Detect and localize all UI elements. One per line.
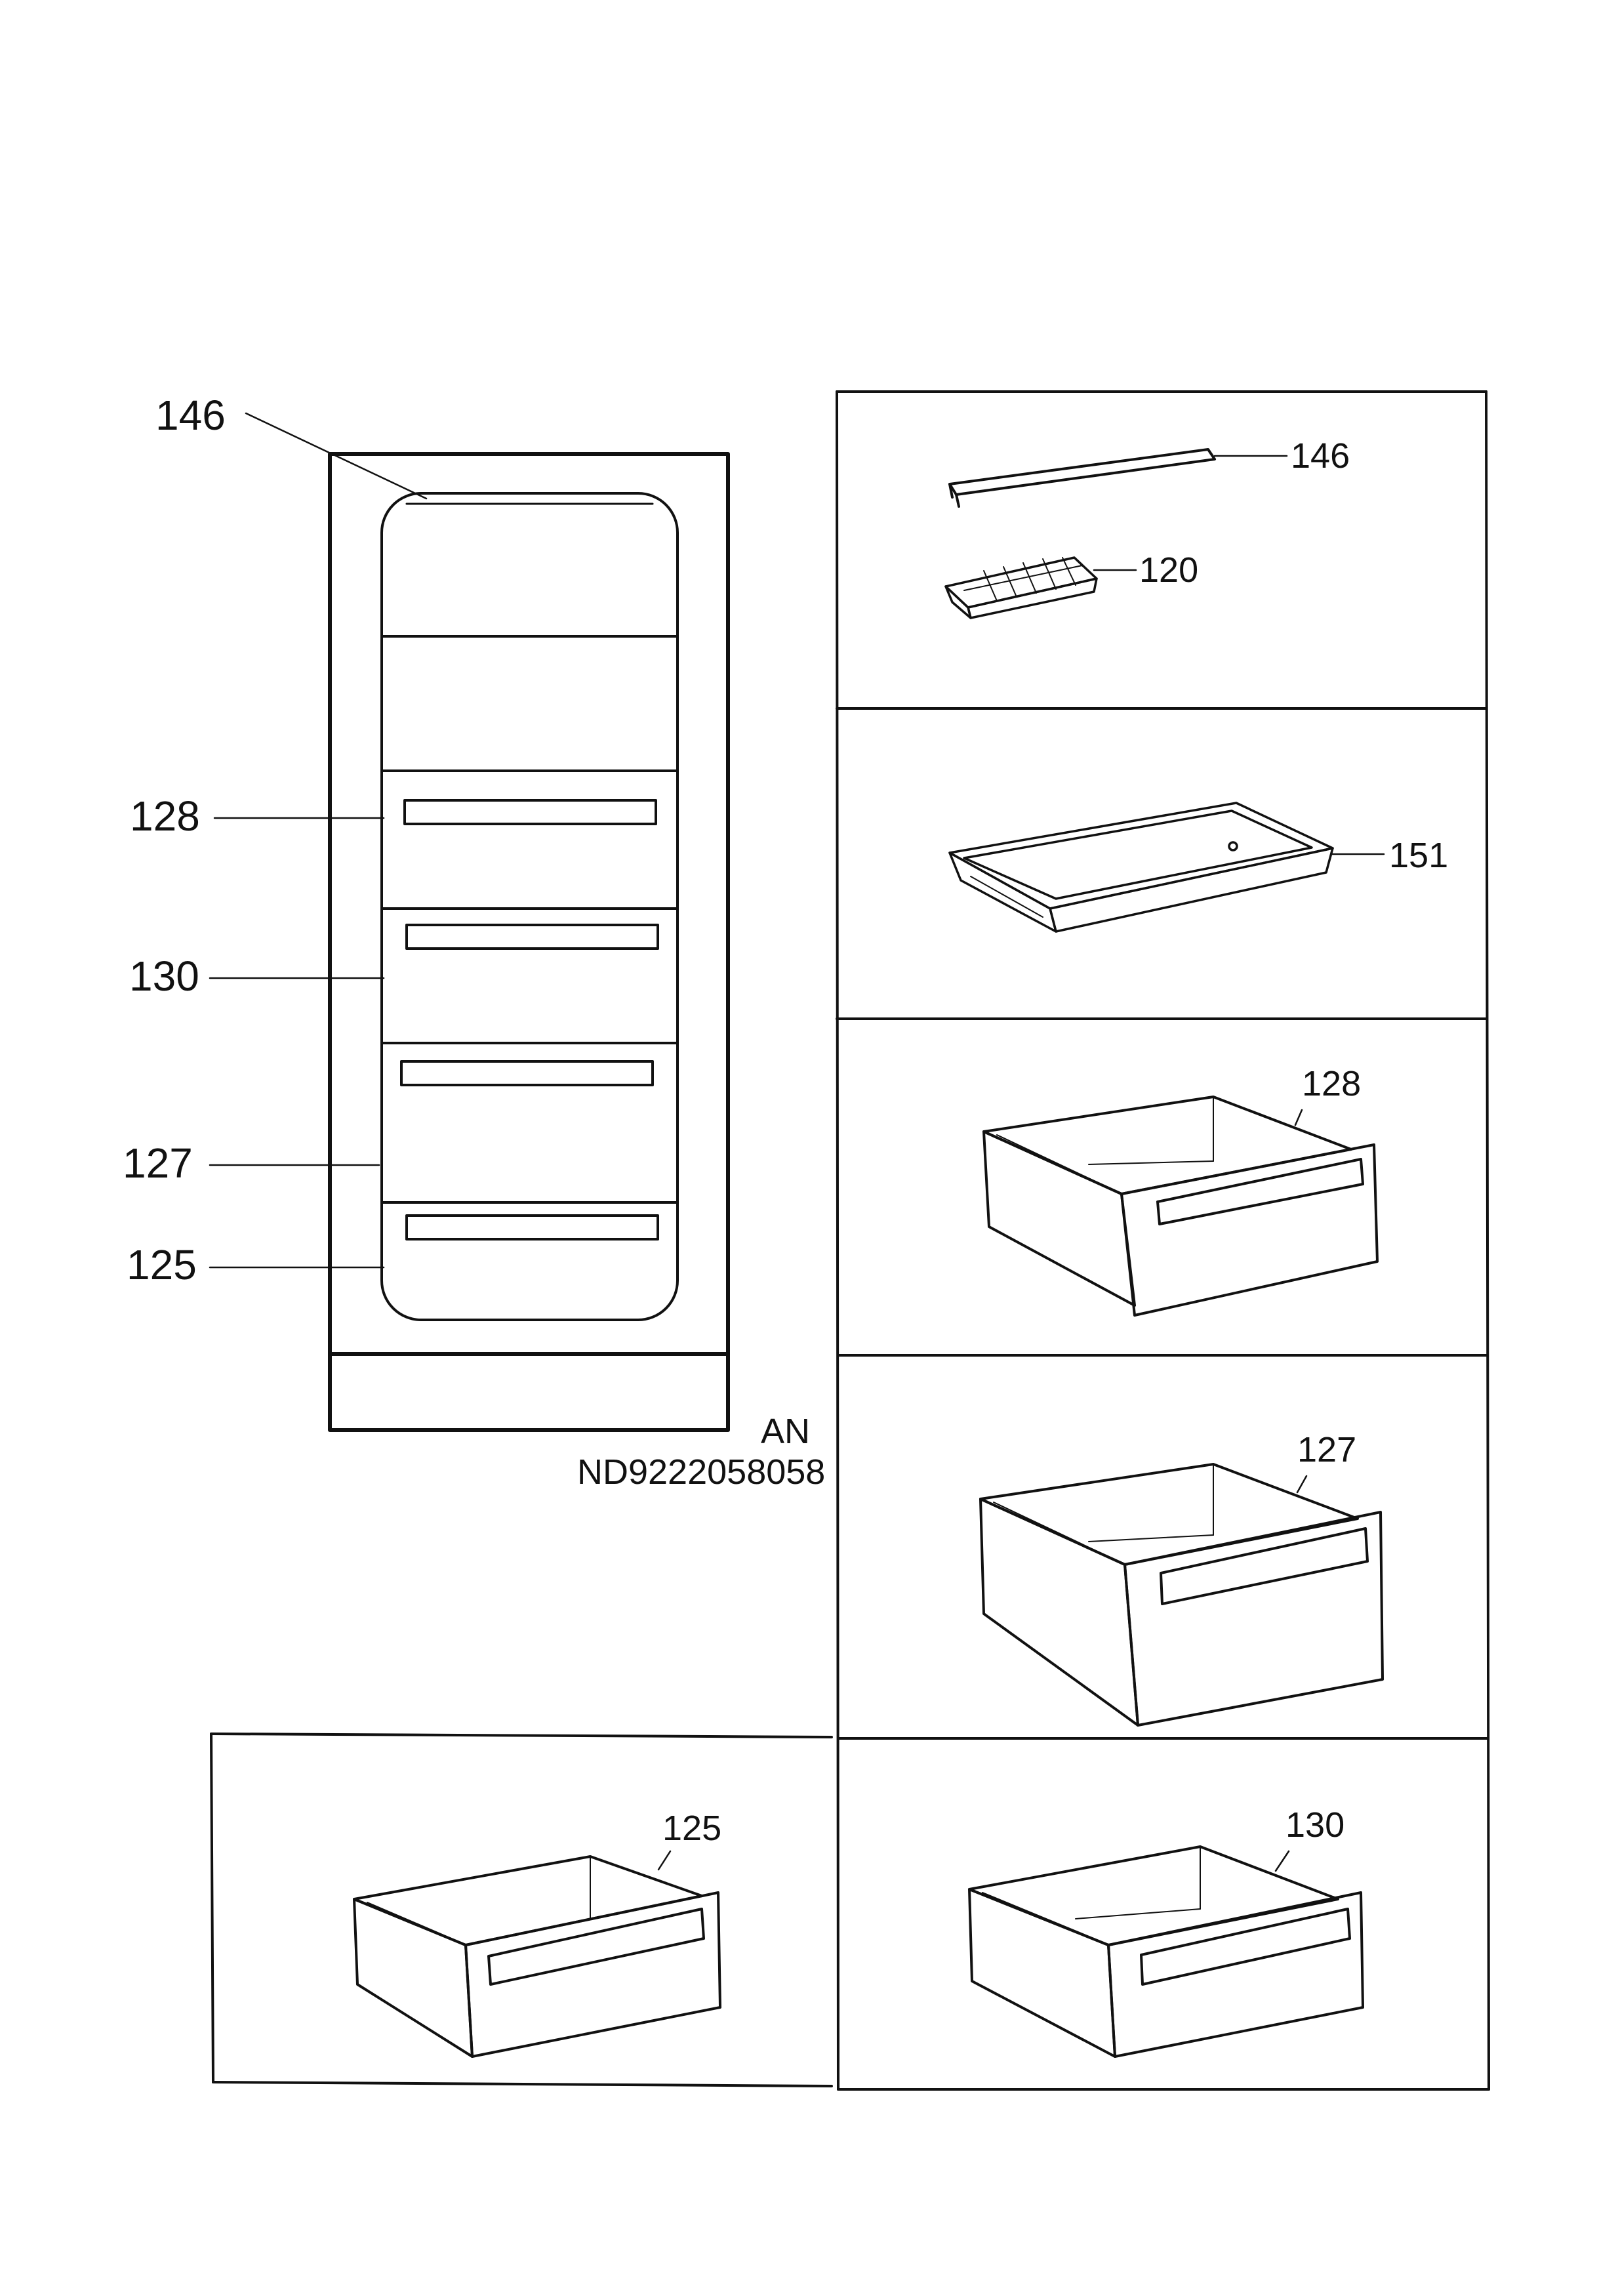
overview-label-drawer-2: 130 xyxy=(129,953,199,1000)
drawer-handle xyxy=(403,799,657,825)
part-label-drawer-b: 127 xyxy=(1297,1430,1356,1469)
panel-frames xyxy=(210,390,1490,2091)
diagram-code-line-1: AN xyxy=(761,1412,810,1451)
part-tray xyxy=(948,802,1334,933)
overview-label-drawer-4: 125 xyxy=(127,1241,197,1288)
part-label-tray: 151 xyxy=(1389,836,1448,875)
part-drawer-b xyxy=(979,1463,1384,1727)
part-drawer-d xyxy=(968,1845,1364,2058)
overview-label-top: 146 xyxy=(155,392,226,439)
part-ice-tray xyxy=(944,556,1098,619)
part-drawer-a xyxy=(982,1096,1379,1317)
part-label-drawer-a: 128 xyxy=(1302,1064,1361,1103)
part-label-drawer-c: 125 xyxy=(662,1809,721,1848)
drawer-handle xyxy=(405,1214,659,1240)
part-label-drawer-d: 130 xyxy=(1285,1805,1345,1845)
part-drawer-c xyxy=(353,1855,721,2058)
part-label-ice-tray: 120 xyxy=(1139,550,1198,590)
overview-leader-lines xyxy=(209,412,428,1269)
drawer-handle xyxy=(405,924,659,950)
part-label-strip: 146 xyxy=(1291,436,1350,476)
drawer-handle xyxy=(400,1060,654,1086)
part-strip xyxy=(948,448,1216,508)
diagram-code-line-2: ND9222058058 xyxy=(577,1452,825,1492)
overview-label-drawer-3: 127 xyxy=(123,1139,193,1187)
overview-label-drawer-1: 128 xyxy=(130,792,200,840)
cabinet-overview xyxy=(328,452,730,1432)
